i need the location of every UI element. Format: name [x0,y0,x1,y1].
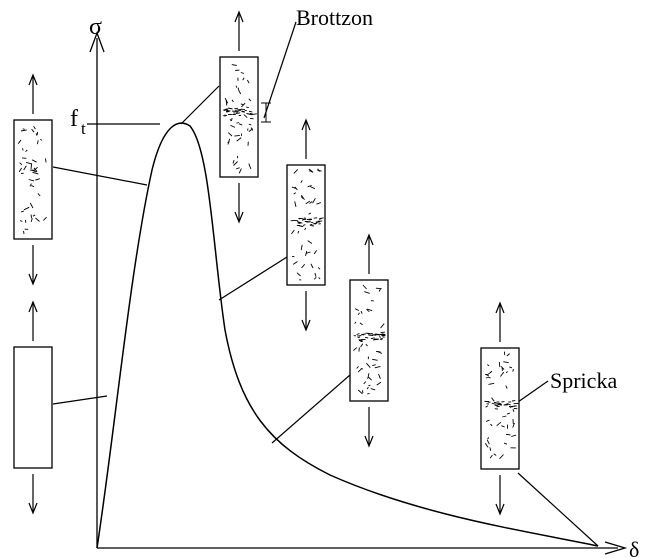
load-arrow-up-peak [234,10,244,51]
axes [89,31,628,555]
fracture-zone-softening [290,217,324,227]
ft-main-label: f [70,106,78,132]
leader-line-brottzon [263,21,297,119]
leader-line-unloaded [52,395,108,405]
specimen-prepeak [13,119,53,240]
microcracks-softening [291,168,322,281]
load-arrow-down-fully-cracked [495,475,505,516]
delta-axis-label: δ [629,537,639,558]
load-arrow-down-softening [301,291,311,332]
tensile-strength-label: f t [70,106,86,138]
specimen-softening [286,164,326,286]
fracture-zone-peak [223,107,257,117]
microcracks-peak [224,64,254,174]
load-arrow-up-unloaded [28,300,38,341]
microcracks-prepeak [17,125,47,234]
leader-line-spricka [517,380,549,403]
brottzon-marker [261,102,271,123]
ft-subscript-label: t [81,119,86,138]
fracture-zone-fully-cracked [484,400,519,410]
load-arrow-up-fully-cracked [495,301,505,342]
load-arrow-down-unloaded [28,474,38,515]
leader-line-late-softening [271,374,351,444]
microcrack-texture [17,64,519,460]
load-arrow-up-prepeak [28,73,38,114]
microcracks-late-softening [353,284,385,395]
leader-line-softening [218,256,288,301]
load-arrow-down-peak [234,183,244,224]
microcracks-fully-cracked [484,351,517,460]
specimen-late-softening [349,279,389,402]
load-arrows [28,10,505,516]
spricka-label: Spricka [550,368,617,393]
load-arrow-up-late-softening [364,233,374,274]
load-arrow-down-late-softening [364,407,374,448]
delta-axis-arrowhead [604,541,628,555]
specimen-unloaded [13,346,53,469]
leader-lines [52,21,599,547]
brottzon-label: Brottzon [296,5,373,30]
load-arrow-up-softening [301,118,311,159]
specimens [13,56,520,470]
leader-line-prepeak [52,166,148,186]
leader-line-fully-cracked [517,472,599,547]
specimen-fully-cracked [480,347,520,470]
fracture-zone-late-softening [353,332,386,342]
specimen-peak [219,56,259,178]
sigma-axis-label: σ [89,14,102,40]
stress-deformation-curve [96,122,599,549]
load-arrow-down-prepeak [28,245,38,286]
sigma-axis-arrowhead [89,31,105,53]
leader-line-peak [180,85,220,125]
